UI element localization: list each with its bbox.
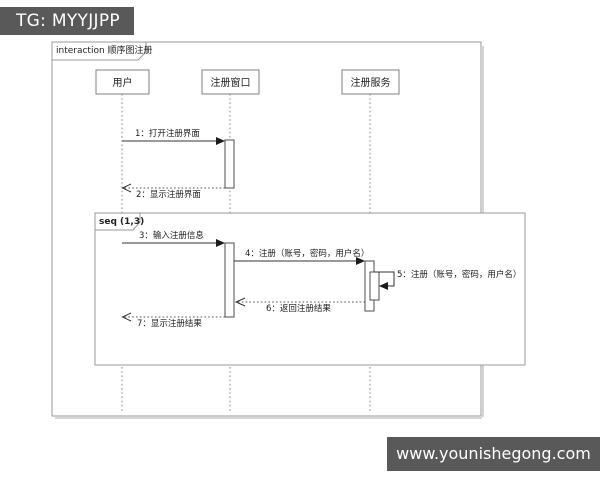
activation-service-nested [369,271,380,301]
message-5-label: 5：注册（账号，密码，用户名） [397,269,521,280]
message-4[interactable]: 4：注册（账号，密码，用户名） [234,248,369,265]
site-watermark: www.younishegong.com [387,437,600,471]
activation-window-2 [224,242,235,318]
lifeline-user-head[interactable] [95,69,150,95]
message-6[interactable]: 6：返回注册结果 [234,297,365,314]
message-2-label: 2：显示注册界面 [136,189,201,200]
lifeline-register-window-head[interactable] [201,69,260,95]
activation-window-1 [224,139,235,189]
message-3[interactable]: 3：输入注册信息 [122,230,225,247]
lifeline-user-label: 用户 [113,76,133,89]
lifeline-register-service-head[interactable] [341,69,400,95]
message-2[interactable]: 2：显示注册界面 [121,183,226,200]
lifeline-register-window-label: 注册窗口 [211,76,251,89]
message-4-label: 4：注册（账号，密码，用户名） [245,248,369,259]
message-7-label: 7：显示注册结果 [137,318,202,329]
frame-label: interaction 顺序图注册 [56,44,153,56]
combined-fragment-seq[interactable]: seq (1,3) [94,212,526,366]
activation-bars [224,139,380,318]
message-3-label: 3：输入注册信息 [139,230,204,241]
message-1-label: 1：打开注册界面 [135,128,200,139]
message-5[interactable]: 5：注册（账号，密码，用户名） [374,269,521,290]
combined-fragment-seq-box[interactable] [94,212,526,366]
message-1[interactable]: 1：打开注册界面 [122,128,225,145]
message-6-label: 6：返回注册结果 [266,303,331,314]
message-7[interactable]: 7：显示注册结果 [121,312,226,329]
lifeline-register-service-label: 注册服务 [351,76,391,89]
tg-tag-badge: TG: MYYJJPP [0,7,134,35]
combined-fragment-seq-label: seq (1,3) [99,217,144,227]
